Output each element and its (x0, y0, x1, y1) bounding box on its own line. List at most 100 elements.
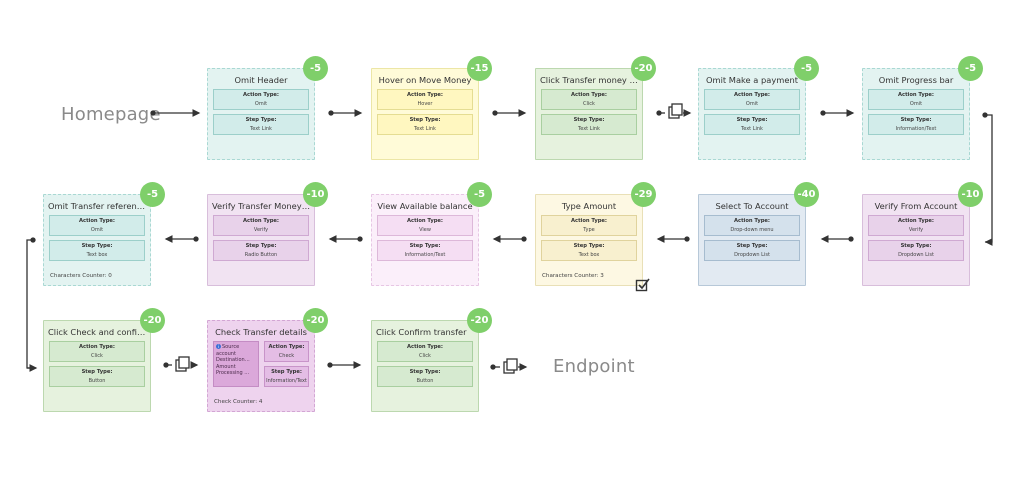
action-type-box: Action Type:Drop-down menu (704, 215, 800, 236)
step-type-box: Step Type:Text box (541, 240, 637, 261)
step-type-value: Radio Button (244, 252, 278, 258)
list-item: Destination… (216, 357, 250, 363)
score-badge: -10 (303, 182, 328, 207)
step-title: Omit Header (234, 75, 288, 85)
step-type-box: Step Type:Information/Text (264, 366, 309, 387)
action-type-value: Click (419, 353, 431, 359)
step-card-click-transfer-money[interactable]: Click Transfer money betwe… Action Type:… (535, 68, 643, 160)
step-type-box: Step Type:Radio Button (213, 240, 309, 261)
action-type-value: Drop-down menu (730, 227, 774, 233)
step-type-box: Step Type:Button (377, 366, 473, 387)
score-badge: -10 (958, 182, 983, 207)
arrow-right (490, 363, 528, 371)
score-badge: -5 (958, 56, 983, 81)
step-title: Type Amount (561, 201, 617, 211)
step-card-type-amount[interactable]: Type Amount Action Type:Type Step Type:T… (535, 194, 643, 286)
action-type-box: Action Type:Omit (868, 89, 964, 110)
score-badge: -29 (631, 182, 656, 207)
action-type-box: Action Type:Click (49, 341, 145, 362)
action-type-box: Action Type:Click (377, 341, 473, 362)
action-type-value: Click (583, 101, 595, 107)
step-type-value: Button (88, 378, 106, 384)
step-card-hover-move-money[interactable]: Hover on Move Money Action Type:Hover St… (371, 68, 479, 160)
arrow-left (492, 235, 527, 243)
connector-row2-row3 (26, 237, 38, 372)
score-badge: -20 (303, 308, 328, 333)
action-type-value: Verify (908, 227, 924, 233)
action-type-box: Action Type:Type (541, 215, 637, 236)
step-type-box: Step Type:Button (49, 366, 145, 387)
step-title: Hover on Move Money (378, 75, 472, 85)
action-type-value: Click (91, 353, 103, 359)
check-counter: Check Counter: 4 (214, 399, 263, 405)
step-title: View Available balance (377, 201, 473, 211)
step-card-verify-from-account[interactable]: Verify From Account Action Type:Verify S… (862, 194, 970, 286)
endpoint-label: Endpoint (553, 356, 635, 377)
score-badge: -15 (467, 56, 492, 81)
action-type-box: Action Type:Hover (377, 89, 473, 110)
step-title: Omit Progress bar (878, 75, 954, 85)
step-type-value: Text box (86, 252, 108, 258)
arrow-left (164, 235, 199, 243)
step-title: Omit Make a payment (706, 75, 798, 85)
score-badge: -20 (631, 56, 656, 81)
step-card-select-to-account[interactable]: Select To Account Action Type:Drop-down … (698, 194, 806, 286)
step-card-omit-make-payment[interactable]: Omit Make a payment Action Type:Omit Ste… (698, 68, 806, 160)
step-card-omit-transfer-reference[interactable]: Omit Transfer reference Action Type:Omit… (43, 194, 151, 286)
step-card-omit-header[interactable]: Omit Header Action Type:Omit Step Type:T… (207, 68, 315, 160)
step-title: Verify Transfer Money Now (212, 201, 310, 211)
arrow-right (656, 109, 692, 117)
page-change-icon (503, 358, 518, 374)
step-type-box: Step Type:Text Link (377, 114, 473, 135)
step-type-box: Step Type:Text Link (704, 114, 800, 135)
step-title: Check Transfer details (215, 327, 307, 337)
step-card-view-available-balance[interactable]: View Available balance Action Type:View … (371, 194, 479, 286)
step-type-value: Text Link (250, 126, 272, 132)
step-title: Omit Transfer reference (48, 201, 146, 211)
step-type-box: Step Type:Information/Text (868, 114, 964, 135)
list-item: Amount (216, 363, 236, 370)
action-type-box: Action Type:View (377, 215, 473, 236)
action-type-value: Check (278, 353, 295, 359)
step-card-click-check-confirm[interactable]: Click Check and confirm de… Action Type:… (43, 320, 151, 412)
arrow-right (150, 109, 201, 117)
action-type-value: Hover (417, 101, 433, 107)
arrow-right (820, 109, 855, 117)
arrow-left (328, 235, 363, 243)
info-icon: i (216, 344, 221, 349)
action-type-value: Omit (909, 101, 923, 107)
page-change-icon (175, 356, 190, 372)
action-type-box: Action Type:Click (541, 89, 637, 110)
step-type-box: Step Type:Dropdown List (704, 240, 800, 261)
action-type-box: Action Type:Omit (213, 89, 309, 110)
step-title: Click Transfer money betwe… (540, 75, 638, 85)
step-type-value: Information/Text (404, 252, 446, 258)
action-type-value: Verify (253, 227, 269, 233)
page-change-icon (668, 103, 683, 119)
connector-row1-row2 (982, 112, 993, 246)
action-type-box: Action Type:Verify (868, 215, 964, 236)
step-title: Verify From Account (874, 201, 958, 211)
step-type-box: Step Type:Dropdown List (868, 240, 964, 261)
action-type-value: View (419, 227, 431, 233)
step-card-verify-transfer-money-now[interactable]: Verify Transfer Money Now Action Type:Ve… (207, 194, 315, 286)
step-type-value: Information/Text (895, 126, 937, 132)
action-type-value: Type (583, 227, 595, 233)
score-badge: -5 (467, 182, 492, 207)
score-badge: -20 (467, 308, 492, 333)
step-title: Select To Account (715, 201, 789, 211)
step-card-click-confirm-transfer[interactable]: Click Confirm transfer Action Type:Click… (371, 320, 479, 412)
action-type-value: Omit (254, 101, 268, 107)
list-item: Processing … (216, 370, 250, 376)
action-type-value: Omit (745, 101, 759, 107)
action-type-value: Omit (90, 227, 104, 233)
homepage-label: Homepage (61, 104, 161, 125)
score-badge: -40 (794, 182, 819, 207)
step-type-value: Text box (578, 252, 600, 258)
step-type-value: Text Link (741, 126, 763, 132)
step-card-omit-progress-bar[interactable]: Omit Progress bar Action Type:Omit Step … (862, 68, 970, 160)
